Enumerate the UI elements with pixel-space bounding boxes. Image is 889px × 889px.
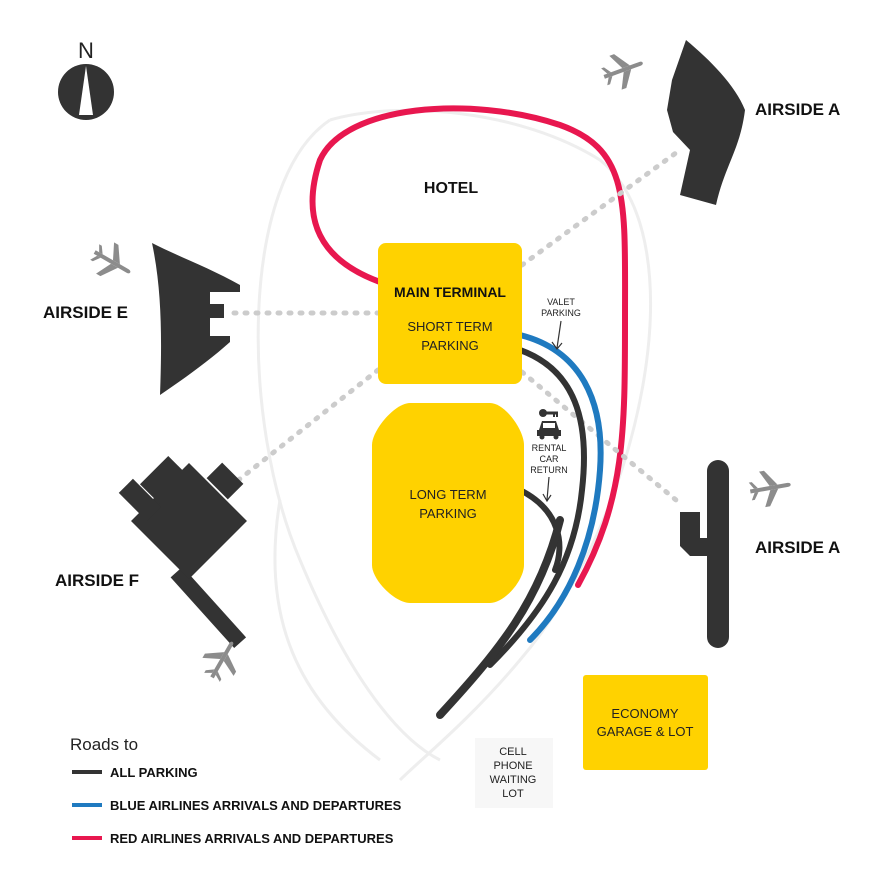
valet-label-line2: PARKING bbox=[541, 308, 581, 318]
north-compass-icon: N bbox=[58, 38, 114, 120]
legend-title: Roads to bbox=[70, 735, 138, 754]
cell-label-line3: WAITING bbox=[490, 774, 537, 786]
main-terminal-block bbox=[378, 243, 522, 384]
long-term-label-line1: LONG TERM bbox=[409, 487, 486, 502]
economy-garage-block bbox=[583, 675, 708, 770]
car-icon bbox=[537, 421, 561, 440]
legend-label-blue-airlines: BLUE AIRLINES ARRIVALS AND DEPARTURES bbox=[110, 798, 402, 813]
economy-label-line2: GARAGE & LOT bbox=[597, 724, 694, 739]
key-icon bbox=[539, 409, 558, 417]
rental-arrow-icon bbox=[542, 476, 552, 503]
airplane-icon-airside-a-top bbox=[601, 54, 643, 90]
blue-road bbox=[517, 332, 604, 643]
valet-arrow-icon bbox=[551, 320, 563, 350]
hotel-label: HOTEL bbox=[424, 180, 478, 197]
legend-label-all-parking: ALL PARKING bbox=[110, 765, 198, 780]
legend-label-red-airlines: RED AIRLINES ARRIVALS AND DEPARTURES bbox=[110, 831, 394, 846]
rental-label-line1: RENTAL bbox=[532, 443, 567, 453]
long-term-label-line2: PARKING bbox=[419, 506, 477, 521]
airside-a-top-building bbox=[667, 40, 745, 205]
cell-label-line4: LOT bbox=[502, 788, 524, 800]
airplane-icon-airside-f bbox=[202, 641, 237, 682]
cell-phone-lot-block bbox=[475, 738, 553, 808]
airplane-icon-airside-e bbox=[90, 242, 131, 277]
compass-label: N bbox=[78, 38, 94, 63]
parking-roads bbox=[436, 347, 587, 719]
rental-label-line3: RETURN bbox=[530, 465, 568, 475]
airside-e-building bbox=[152, 243, 240, 395]
airside-a-bottom-label: AIRSIDE A bbox=[755, 538, 840, 557]
short-term-label-line2: PARKING bbox=[421, 338, 479, 353]
airside-e-label: AIRSIDE E bbox=[43, 303, 128, 322]
rental-label-line2: CAR bbox=[539, 454, 559, 464]
long-term-parking-block bbox=[372, 403, 524, 603]
airplane-icon-airside-a-bottom bbox=[748, 470, 791, 508]
airside-a-top-label: AIRSIDE A bbox=[755, 100, 840, 119]
valet-label-line1: VALET bbox=[547, 297, 575, 307]
legend: Roads to ALL PARKING BLUE AIRLINES ARRIV… bbox=[70, 735, 402, 846]
cell-label-line2: PHONE bbox=[493, 760, 532, 772]
airside-f-building bbox=[118, 455, 247, 649]
airside-f-label: AIRSIDE F bbox=[55, 571, 139, 590]
economy-label-line1: ECONOMY bbox=[611, 706, 679, 721]
cell-label-line1: CELL bbox=[499, 746, 527, 758]
walkways bbox=[231, 147, 685, 508]
airside-a-bottom-building bbox=[680, 460, 729, 648]
red-road bbox=[309, 105, 629, 588]
background-roads bbox=[256, 108, 652, 782]
main-terminal-label: MAIN TERMINAL bbox=[394, 284, 506, 300]
short-term-label-line1: SHORT TERM bbox=[407, 319, 492, 334]
